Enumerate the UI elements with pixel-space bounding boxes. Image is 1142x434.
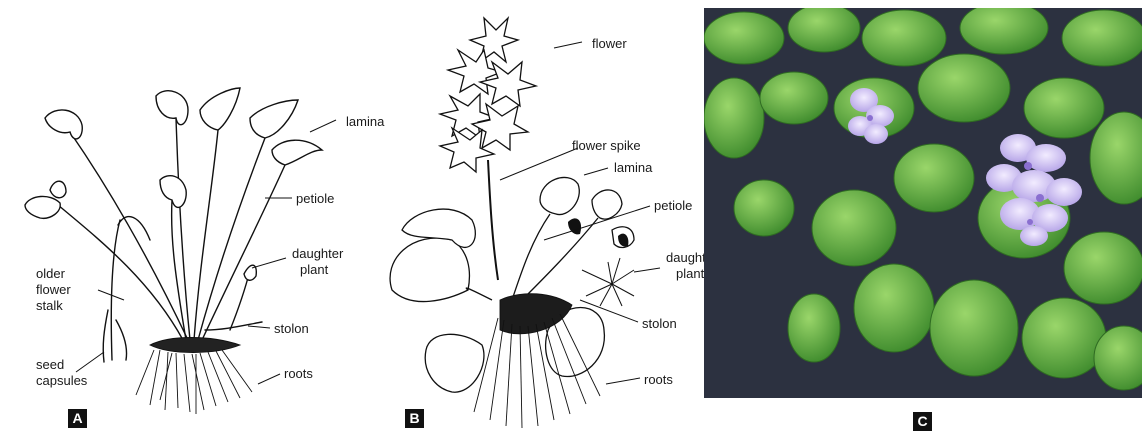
panel-c-tag: C: [913, 412, 932, 431]
label-roots: roots: [284, 366, 313, 381]
panel-a-tag: A: [68, 409, 87, 428]
label-stolon: stolon: [274, 321, 309, 336]
label-stolon: stolon: [642, 316, 677, 331]
label-flower: flower: [592, 36, 627, 51]
label-flower-spike: flower spike: [572, 138, 641, 153]
water-hyacinth-photo: [704, 8, 1142, 408]
label-roots: roots: [644, 372, 673, 387]
plant-a-drawing: lamina petiole daughter plant older flow…: [0, 0, 385, 434]
label-petiole: petiole: [654, 198, 692, 213]
panel-a-diagram: lamina petiole daughter plant older flow…: [0, 0, 385, 434]
label-seed-line2: capsules: [36, 373, 88, 388]
label-older-line3: stalk: [36, 298, 63, 313]
label-lamina: lamina: [614, 160, 653, 175]
label-older-line2: flower: [36, 282, 71, 297]
label-daughter-line2: plant: [676, 266, 704, 281]
label-older-line1: older: [36, 266, 66, 281]
plant-b-drawing: flower flower spike lamina petiole daugh…: [372, 0, 704, 434]
label-daughter-line2: plant: [300, 262, 329, 277]
label-petiole: petiole: [296, 191, 334, 206]
panel-c-photo: C: [704, 0, 1142, 434]
label-seed-line1: seed: [36, 357, 64, 372]
label-daughter-line1: daughter: [292, 246, 344, 261]
label-daughter-line1: daughter: [666, 250, 704, 265]
panel-b-tag: B: [405, 409, 424, 428]
panel-b-diagram: flower flower spike lamina petiole daugh…: [372, 0, 704, 434]
